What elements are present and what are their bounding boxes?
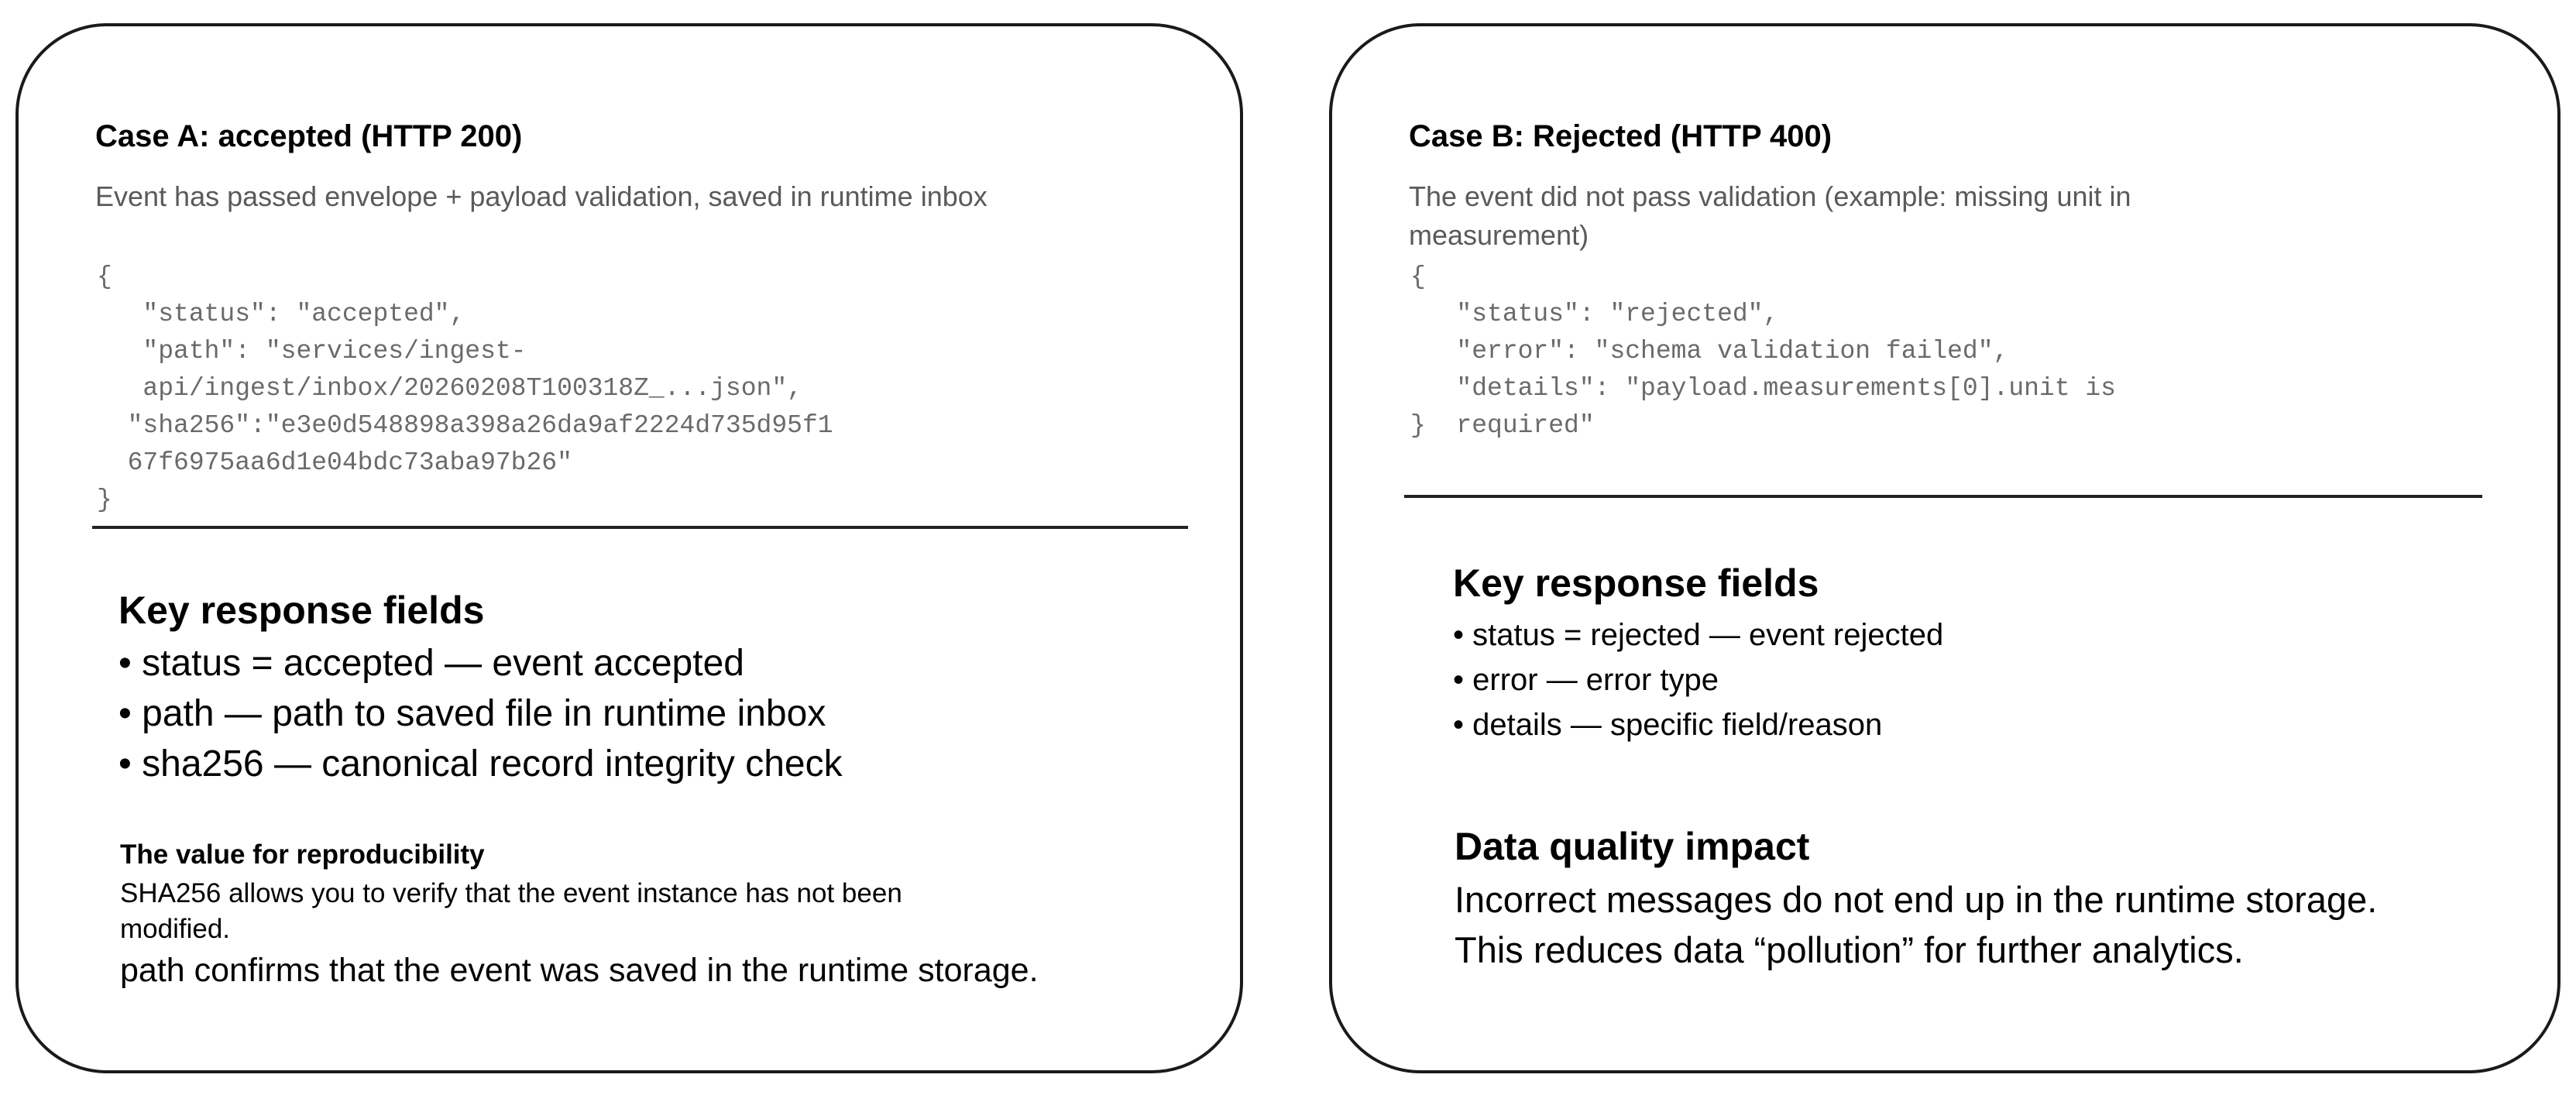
case-a-repro-heading: The value for reproducibility	[120, 839, 485, 870]
case-b-key-fields: status = rejected — event rejectederror …	[1453, 613, 1943, 747]
case-b-divider	[1404, 495, 2482, 498]
case-b-subtitle: The event did not pass validation (examp…	[1409, 180, 2131, 251]
key-field-item: error — error type	[1453, 657, 1943, 702]
case-a-response-json: { "status": "accepted", "path": "service…	[97, 263, 833, 514]
case-b-impact-text: Incorrect messages do not end up in the …	[1455, 879, 2378, 970]
case-a-repro-text: SHA256 allows you to verify that the eve…	[120, 878, 902, 944]
case-b-title: Case B: Rejected (HTTP 400)	[1409, 119, 1832, 153]
key-field-item: details — specific field/reason	[1453, 702, 1943, 747]
case-b-card: Case B: Rejected (HTTP 400) The event di…	[1329, 23, 2561, 1073]
case-b-response-json: { "status": "rejected", "error": "schema…	[1410, 263, 2116, 440]
case-a-key-heading: Key response fields	[118, 589, 485, 632]
case-b-key-heading: Key response fields	[1453, 561, 1819, 605]
case-a-path-note: path confirms that the event was saved i…	[120, 952, 1039, 989]
key-field-item: path — path to saved file in runtime inb…	[118, 688, 843, 739]
case-a-title: Case A: accepted (HTTP 200)	[95, 119, 523, 153]
case-a-card: Case A: accepted (HTTP 200) Event has pa…	[15, 23, 1243, 1073]
case-a-subtitle: Event has passed envelope + payload vali…	[95, 180, 987, 212]
key-field-item: sha256 — canonical record integrity chec…	[118, 739, 842, 789]
case-a-key-fields: status = accepted — event acceptedpath —…	[118, 638, 843, 789]
case-b-impact-heading: Data quality impact	[1455, 825, 1810, 868]
key-field-item: status = rejected — event rejected	[1453, 613, 1943, 657]
key-field-item: status = accepted — event accepted	[118, 638, 843, 688]
case-a-divider	[92, 526, 1188, 529]
